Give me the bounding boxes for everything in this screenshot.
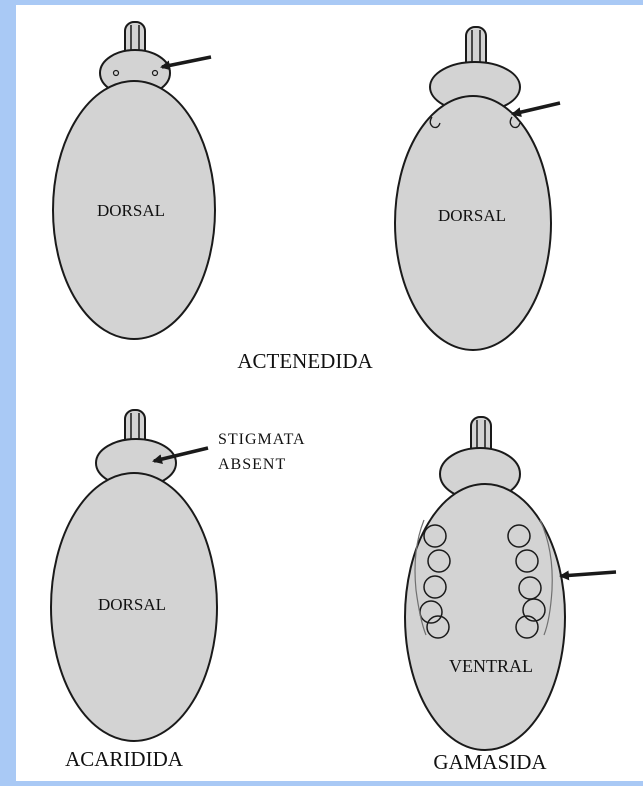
mite-diagram: DORSAL DORSAL ACTENEDIDA: [16, 5, 643, 781]
body-label: DORSAL: [97, 201, 165, 220]
group-label-acaridida: ACARIDIDA: [65, 747, 184, 771]
pointer-arrow: [561, 572, 616, 576]
mite-actenedida-dorsal-1: DORSAL: [53, 22, 215, 339]
annotation-line-1: STIGMATA: [218, 431, 306, 448]
pointer-arrow: [162, 57, 211, 67]
mite-gamasida-ventral: VENTRAL: [405, 417, 616, 750]
body-label: DORSAL: [438, 206, 506, 225]
pointer-arrow: [513, 103, 560, 114]
idiosoma: [405, 484, 565, 750]
mite-acaridida-dorsal: DORSAL STIGMATA ABSENT: [51, 410, 306, 741]
body-label: DORSAL: [98, 595, 166, 614]
group-label-actenedida: ACTENEDIDA: [237, 349, 373, 373]
body-label: VENTRAL: [449, 656, 533, 676]
mite-actenedida-dorsal-2: DORSAL: [395, 27, 560, 350]
annotation-line-2: ABSENT: [218, 456, 286, 473]
group-label-gamasida: GAMASIDA: [433, 750, 547, 774]
diagram-canvas: DORSAL DORSAL ACTENEDIDA: [16, 5, 643, 781]
